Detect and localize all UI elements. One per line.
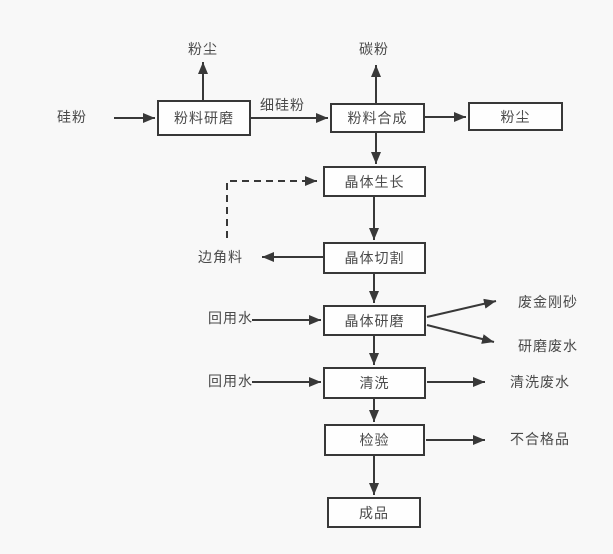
label-silicon-powder: 硅粉 xyxy=(57,109,87,125)
node-crystal-cutting: 晶体切割 xyxy=(323,242,426,274)
node-crystal-grinding: 晶体研磨 xyxy=(323,305,426,336)
label-cleaning-wastewater: 清洗废水 xyxy=(510,374,570,390)
node-cleaning: 清洗 xyxy=(323,367,426,399)
node-dust-box: 粉尘 xyxy=(468,102,563,131)
label-recycled-water-2: 回用水 xyxy=(208,373,253,389)
label-fine-silicon-powder: 细硅粉 xyxy=(260,97,305,113)
label-recycled-water-1: 回用水 xyxy=(208,310,253,326)
node-powder-grinding: 粉料研磨 xyxy=(157,100,251,136)
label-grinding-wastewater: 研磨废水 xyxy=(518,338,578,354)
label-defective-product: 不合格品 xyxy=(510,431,570,447)
label-waste-emery: 废金刚砂 xyxy=(518,294,578,310)
label-carbon-powder: 碳粉 xyxy=(359,41,389,57)
node-finished-product: 成品 xyxy=(327,497,421,528)
node-inspection: 检验 xyxy=(324,424,425,456)
node-powder-synthesis: 粉料合成 xyxy=(330,103,425,133)
label-scraps: 边角料 xyxy=(198,249,243,265)
dashed-recycle-arrow xyxy=(226,176,317,238)
node-crystal-growth: 晶体生长 xyxy=(323,166,426,197)
label-dust-top: 粉尘 xyxy=(188,41,218,57)
arrow-to-waste-emery xyxy=(426,298,497,318)
arrow-to-grinding-wastewater xyxy=(426,324,495,344)
